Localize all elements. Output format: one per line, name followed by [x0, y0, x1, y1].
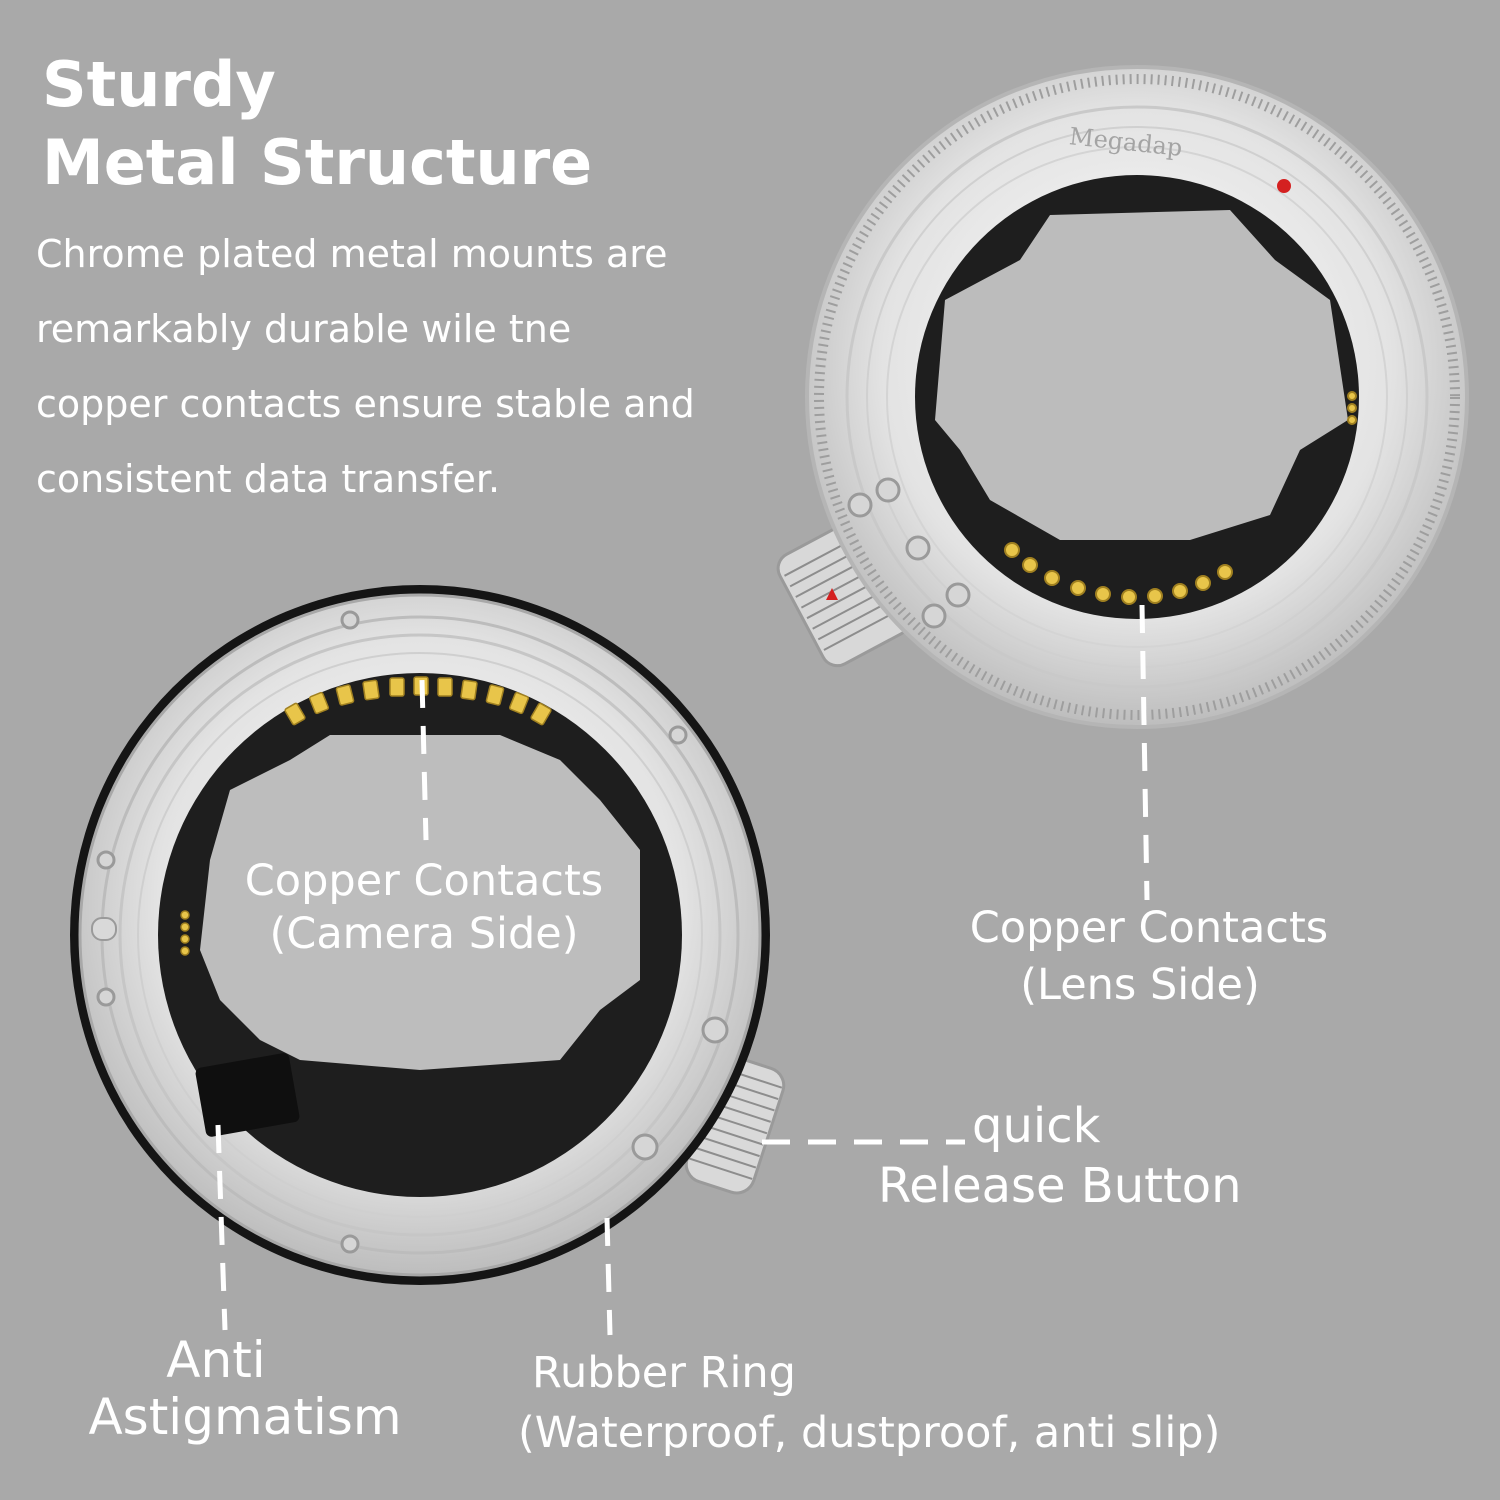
description-line-4: consistent data transfer. [36, 457, 501, 501]
lens-contacts-label-line-2: (Lens Side) [1020, 960, 1260, 1010]
anti-astigmatism-pad [195, 1053, 300, 1137]
lens-side-contacts [1004, 391, 1357, 605]
release-button-label-line-1: quick [972, 1098, 1101, 1154]
rubber-ring-label-line-1: Rubber Ring [532, 1348, 796, 1398]
headline-line-1: Sturdy [42, 48, 276, 121]
description-line-2: remarkably durable wile tne [36, 307, 572, 351]
camera-mount-opening [200, 735, 640, 1070]
camera-side-contacts [180, 676, 552, 956]
red-alignment-dot [1277, 179, 1291, 193]
release-button-label-line-2: Release Button [878, 1158, 1242, 1214]
description-line-1: Chrome plated metal mounts are [36, 232, 668, 276]
headline-line-2: Metal Structure [42, 126, 593, 199]
camera-contacts-label-line-2: (Camera Side) [269, 909, 579, 959]
rubber-ring-label-line-2: (Waterproof, dustproof, anti slip) [518, 1408, 1221, 1458]
anti-astigmatism-label-line-1: Anti [166, 1331, 266, 1389]
lens-contacts-label-line-1: Copper Contacts [969, 903, 1329, 953]
camera-contacts-label-line-1: Copper Contacts [244, 856, 604, 906]
camera-adapter-mount-icon [70, 585, 786, 1285]
lens-mount-opening [935, 210, 1348, 540]
lens-adapter-mount-icon: Megadap [776, 65, 1469, 729]
dashed-leader-line [215, 604, 1150, 1336]
anti-astigmatism-label-line-2: Astigmatism [88, 1388, 402, 1446]
description-line-3: copper contacts ensure stable and [36, 382, 695, 426]
